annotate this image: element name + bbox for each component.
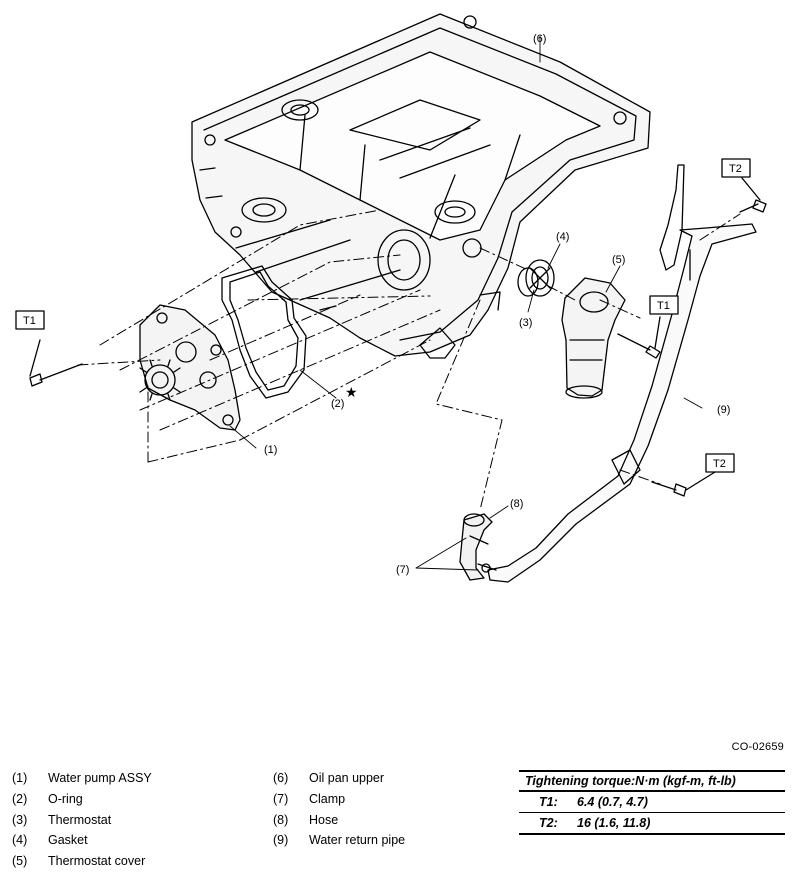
torque-value: 16 (1.6, 11.8) [577,816,651,830]
legend-item: (1) Water pump ASSY [12,768,152,789]
torque-box-t2-top [721,158,751,178]
torque-table: Tightening torque:N·m (kgf-m, ft-lb) T1:… [519,770,785,835]
bolt-top-t2 [739,177,767,213]
torque-box-t1-right [649,295,679,315]
legend-num: (6) [273,771,289,785]
legend-label: Oil pan upper [309,771,385,785]
legend-label: O-ring [48,791,83,806]
torque-value: 6.4 (0.7, 4.7) [577,795,648,809]
legend-num: (4) [12,833,28,848]
legend-label: Hose [309,812,339,827]
callout-2: (2) [331,398,344,410]
o-ring-part [221,265,307,399]
callout-8: (8) [510,498,523,510]
torque-box-t1-left [15,310,45,330]
torque-row-t1: T1: 6.4 (0.7, 4.7) [519,792,785,813]
torque-box-t2-bottom [705,453,735,473]
callout-3: (3) [519,317,532,329]
torque-label-t1-left: T1 [23,315,36,327]
bolt-bottom-t2 [651,471,716,497]
torque-key: T1: [539,795,558,809]
torque-title: Tightening torque:N·m (kgf-m, ft-lb) [519,770,785,792]
callout-9: (9) [717,404,730,416]
exploded-view-diagram: (6) (4) (5) (3) (2) ★ (1) (9) (8) (7) T1… [15,13,767,583]
parts-legend-left: (1) Water pump ASSY (2) O-ring (3) Thermost… [12,768,152,872]
parts-legend-right: (6) Oil pan upper (7) Clamp (8) Hose (9) Wat… [273,768,405,851]
legend-item: (4) Gasket [12,830,152,851]
legend-item: (9) Water return pipe [273,830,405,851]
bolt-left [29,339,83,387]
thermostat-cover-part [561,277,626,399]
legend-label: Thermostat cover [48,854,146,869]
callout-5: (5) [612,254,625,266]
water-return-pipe-part [487,164,757,583]
hose-part [459,513,493,581]
thermostat-part [517,259,555,297]
callout-1: (1) [264,444,277,456]
legend-label: Gasket [48,833,88,848]
legend-num: (8) [273,812,289,827]
torque-label-t2-top: T2 [729,163,742,175]
legend-item: (2) O-ring [12,789,152,810]
legend-num: (1) [12,771,28,785]
legend-item: (5) Thermostat cover [12,851,152,872]
callout-4: (4) [556,231,569,243]
callout-7: (7) [396,564,409,576]
water-pump-part [139,304,241,431]
legend-label: Clamp [309,791,346,806]
torque-label-t2-bottom: T2 [713,458,726,470]
torque-key: T2: [539,816,558,830]
clamp-part [469,535,497,573]
figure-code: CO-02659 [731,741,784,753]
legend-num: (3) [12,812,28,827]
callout-6: (6) [533,33,546,45]
legend-item: (7) Clamp [273,789,405,810]
legend-item: (6) Oil pan upper [273,768,405,789]
oil-pan-upper-part [191,13,651,359]
torque-row-t2: T2: 16 (1.6, 11.8) [519,813,785,835]
torque-label-t1-right: T1 [657,300,670,312]
legend-label: Thermostat [48,812,112,827]
legend-num: (2) [12,791,28,806]
legend-item: (3) Thermostat [12,810,152,831]
legend-label: Water return pipe [309,833,406,848]
legend-num: (9) [273,833,289,848]
legend-label: Water pump ASSY [48,771,152,785]
legend-item: (8) Hose [273,810,405,831]
legend-num: (5) [12,854,28,869]
legend-num: (7) [273,791,289,806]
bolt-right-t1 [617,316,661,359]
star-mark: ★ [345,384,358,400]
